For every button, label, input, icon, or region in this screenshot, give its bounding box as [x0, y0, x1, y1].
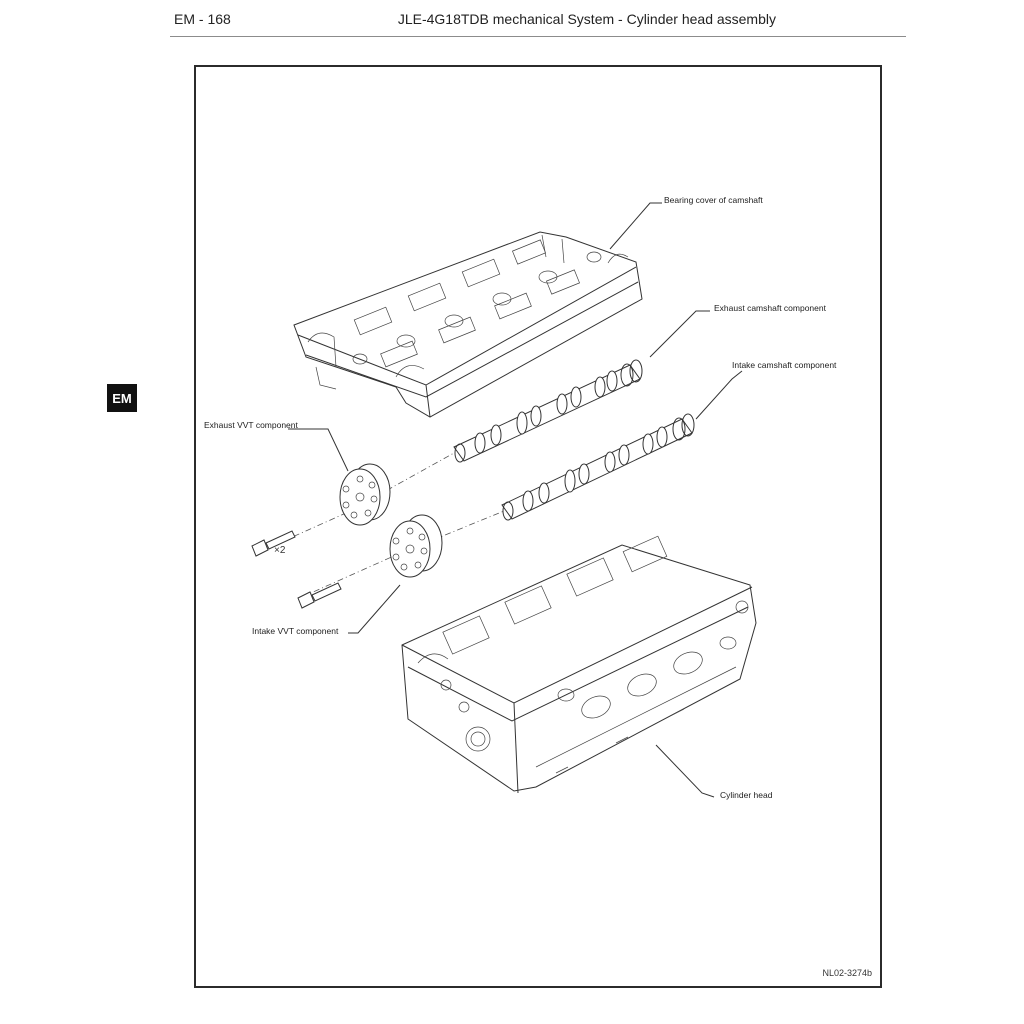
callout-bearing-cover: Bearing cover of camshaft — [664, 195, 763, 205]
page-title: JLE-4G18TDB mechanical System - Cylinder… — [397, 11, 776, 27]
exploded-view-figure: .ln { fill: none; stroke: #333; stroke-w… — [194, 65, 882, 988]
intake-vvt-part[interactable] — [389, 514, 443, 578]
callout-leader-lines — [288, 202, 743, 798]
callout-exhaust-vvt: Exhaust VVT component — [204, 420, 298, 430]
bearing-cover-part[interactable] — [293, 231, 643, 418]
page-header: EM - 168 JLE-4G18TDB mechanical System -… — [170, 8, 906, 37]
vvt-bolt-upper[interactable] — [251, 530, 296, 557]
exhaust-camshaft-part[interactable] — [453, 359, 643, 463]
exhaust-vvt-part[interactable] — [339, 463, 391, 526]
cylinder-head-part[interactable] — [401, 535, 757, 794]
page-number: EM - 168 — [174, 11, 231, 27]
callout-intake-vvt: Intake VVT component — [252, 626, 339, 636]
figure-code: NL02-3274b — [822, 968, 872, 978]
assembly-axis-lines — [269, 452, 505, 598]
section-tab[interactable]: EM — [107, 384, 137, 412]
bolt-quantity-label: ×2 — [274, 545, 286, 556]
intake-camshaft-part[interactable] — [501, 413, 695, 521]
exploded-view-drawing: .ln { fill: none; stroke: #333; stroke-w… — [251, 202, 757, 798]
callout-intake-camshaft: Intake camshaft component — [732, 360, 837, 370]
callout-cylinder-head: Cylinder head — [720, 790, 773, 800]
vvt-bolt-lower[interactable] — [297, 582, 342, 609]
callout-exhaust-camshaft: Exhaust camshaft component — [714, 303, 826, 313]
